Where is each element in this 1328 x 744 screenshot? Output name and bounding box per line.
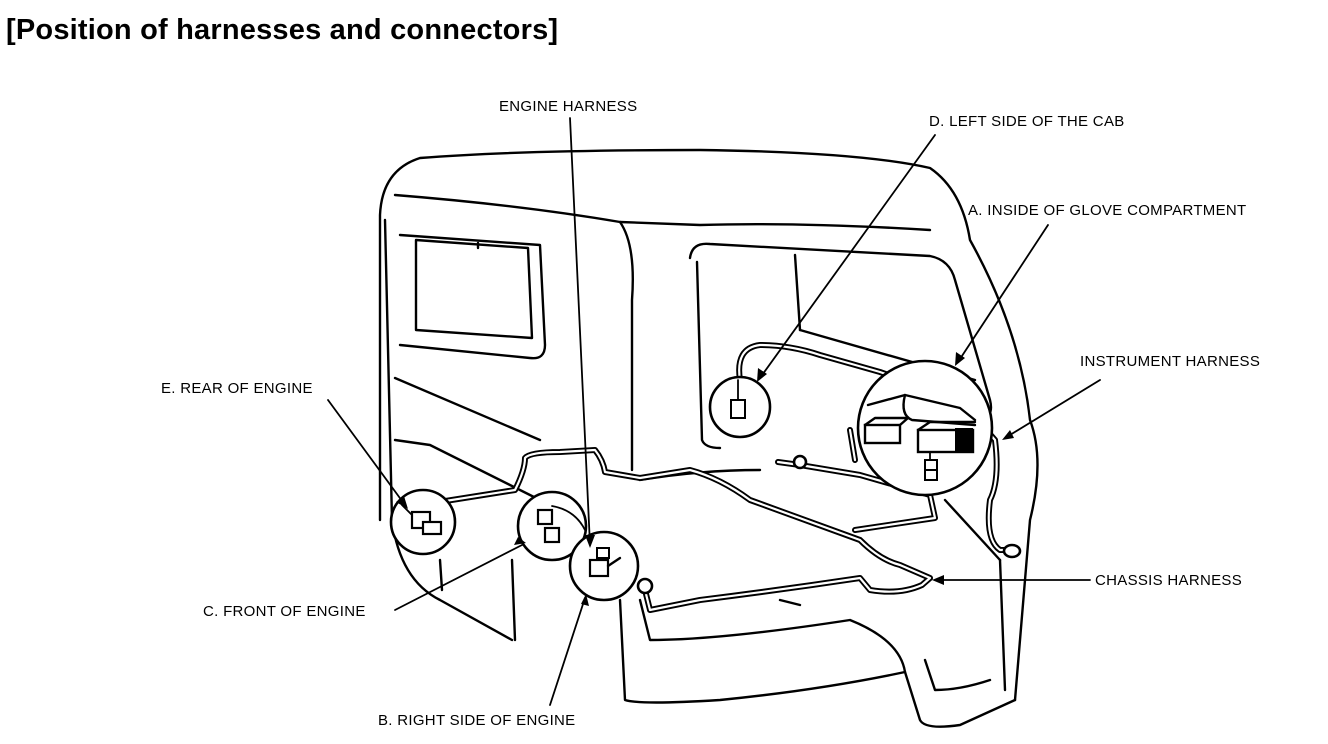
connector-floor-small xyxy=(636,577,654,595)
label-instrument-harness: INSTRUMENT HARNESS xyxy=(1080,353,1261,370)
diagram-title: [Position of harnesses and connectors] xyxy=(6,14,559,46)
label-chassis-harness: CHASSIS HARNESS xyxy=(1095,572,1243,589)
detail-circle-a-glove-compartment xyxy=(856,359,994,497)
label-a-glove-compartment: A. INSIDE OF GLOVE COMPARTMENT xyxy=(968,202,1247,219)
connector-dash-small xyxy=(792,454,808,470)
label-c-front-engine: C. FRONT OF ENGINE xyxy=(203,603,366,620)
label-b-right-side-engine: B. RIGHT SIDE OF ENGINE xyxy=(378,712,576,729)
detail-circle-b-right-side-engine xyxy=(568,530,640,602)
cab-body-outline xyxy=(378,148,1039,728)
leader-arrowheads xyxy=(396,352,1014,606)
label-d-left-side-cab: D. LEFT SIDE OF THE CAB xyxy=(929,113,1125,130)
detail-circle-e-rear-engine xyxy=(389,488,457,556)
label-engine-harness: ENGINE HARNESS xyxy=(499,98,638,115)
label-e-rear-engine: E. REAR OF ENGINE xyxy=(161,380,313,397)
detail-circle-c-front-engine xyxy=(516,490,588,562)
leader-lines xyxy=(327,117,1101,706)
chassis-harness-line xyxy=(392,447,933,613)
detail-circle-d-left-side-cab xyxy=(708,375,772,439)
connector-right-small xyxy=(1002,543,1022,559)
